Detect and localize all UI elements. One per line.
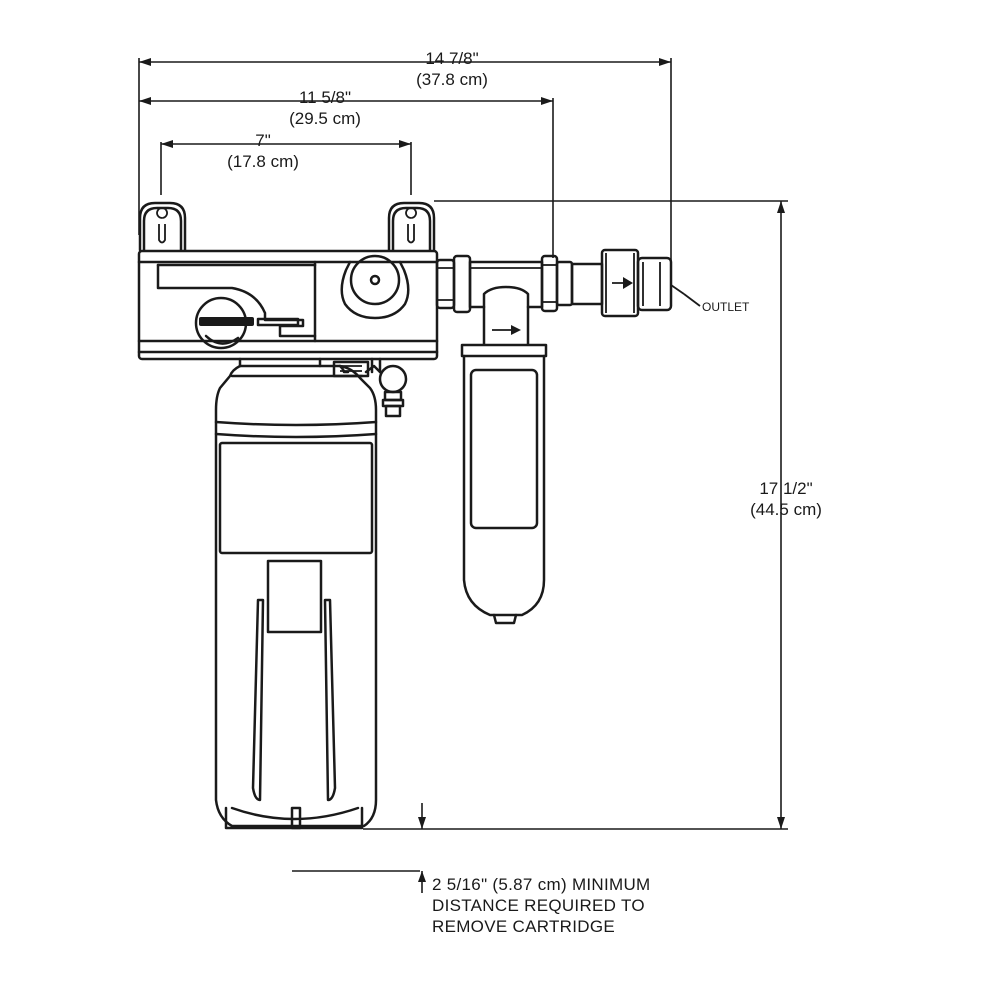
dim-overall-width-metric: (37.8 cm) [416, 70, 488, 89]
clearance-note-line3: REMOVE CARTRIDGE [432, 917, 615, 936]
dimension-overall-height [363, 200, 788, 830]
dimension-mount-spacing [160, 140, 412, 195]
outlet-leader [670, 284, 701, 307]
clearance-note-line2: DISTANCE REQUIRED TO [432, 896, 645, 915]
inlet-outlet-piping [435, 248, 673, 318]
pressure-gauge-icon [340, 254, 410, 320]
dim-overall-height-metric: (44.5 cm) [750, 500, 822, 519]
dim-inlet-fitting-metric: (29.5 cm) [289, 109, 361, 128]
main-filter-cartridge [214, 364, 378, 830]
dim-overall-width-imperial: 14 7/8" [425, 49, 478, 68]
mounting-bracket-left [138, 201, 187, 252]
dimension-inlet-fitting [139, 97, 554, 258]
filter-head-manifold [137, 249, 439, 361]
clearance-indicator [292, 803, 426, 893]
dimension-overall-width [138, 58, 672, 262]
dim-overall-height-imperial: 17 1/2" [759, 479, 812, 498]
prefilter-cartridge [460, 305, 548, 625]
dim-mount-spacing-metric: (17.8 cm) [227, 152, 299, 171]
dim-mount-spacing-imperial: 7" [255, 131, 271, 150]
outlet-label: OUTLET [702, 300, 750, 314]
mounting-bracket-right [387, 201, 436, 252]
dim-inlet-fitting-imperial: 11 5/8" [299, 88, 351, 107]
clearance-note-line1: 2 5/16" (5.87 cm) MINIMUM [432, 875, 651, 894]
flush-valve [364, 357, 408, 418]
